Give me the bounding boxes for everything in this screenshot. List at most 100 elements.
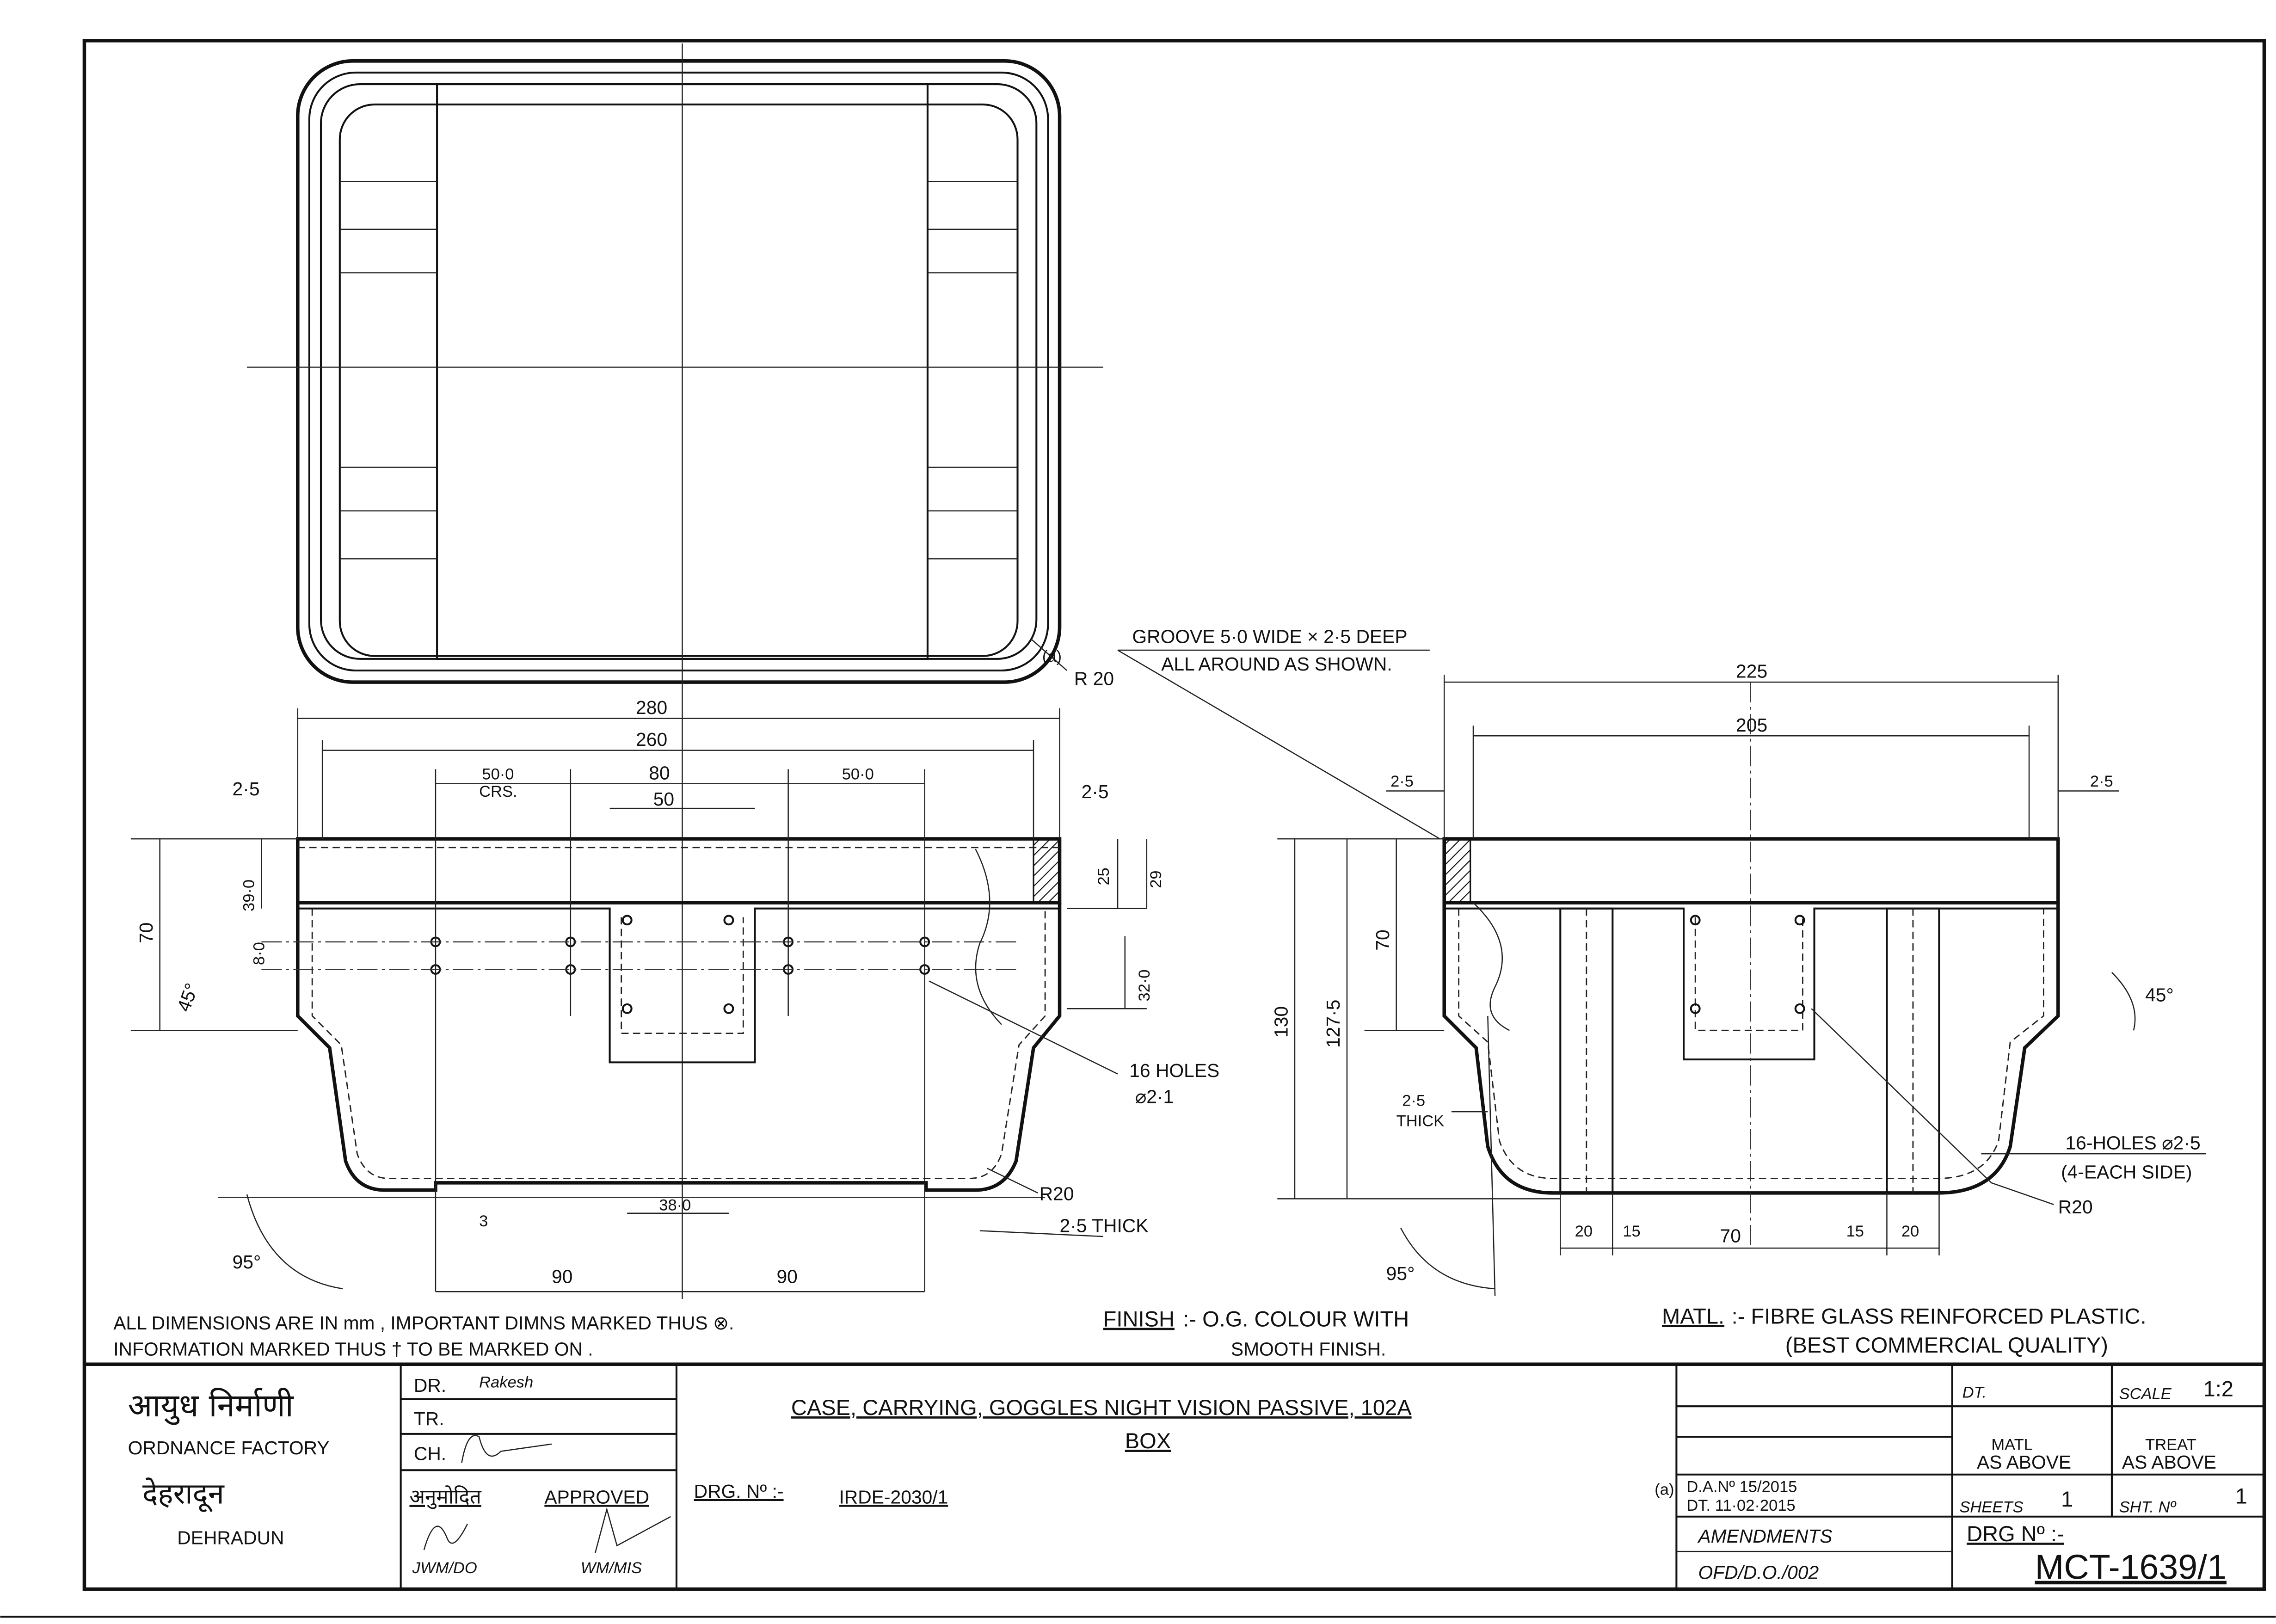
amendment-mark: (a) <box>1655 1481 1674 1499</box>
material-label: MATL <box>1991 1436 2033 1453</box>
dim-130: 130 <box>1270 1006 1292 1038</box>
note-information: INFORMATION MARKED THUS † TO BE MARKED O… <box>113 1338 593 1359</box>
dim-15-b: 15 <box>1846 1223 1864 1240</box>
dim-38: 38·0 <box>659 1197 691 1214</box>
dim-225: 225 <box>1736 661 1767 682</box>
material-value: AS ABOVE <box>1977 1452 2071 1473</box>
dim-32: 32·0 <box>1136 969 1153 1001</box>
checked-by-label: CH. <box>414 1443 446 1464</box>
sheets-value: 1 <box>2061 1487 2073 1511</box>
sheet-number-value: 1 <box>2235 1484 2247 1508</box>
city-name: DEHRADUN <box>177 1527 284 1548</box>
dim-20-b: 20 <box>1901 1223 1919 1240</box>
front-view: 280 260 50·0 CRS. 50·0 80 50 2·5 2·5 70 … <box>130 697 1219 1292</box>
dim-90-right: 90 <box>777 1266 798 1287</box>
dim-127-5: 127·5 <box>1323 1000 1344 1048</box>
amend-mark: (a) <box>1042 648 1062 665</box>
matl-label: MATL. <box>1662 1304 1724 1328</box>
dim-50: 50 <box>653 788 674 810</box>
dim-205: 205 <box>1736 714 1767 736</box>
dim-2-5-left: 2·5 <box>233 778 260 800</box>
finish-line-2: SMOOTH FINISH. <box>1231 1338 1386 1359</box>
r20-label: R 20 <box>1074 668 1114 689</box>
sheets-label: SHEETS <box>1959 1498 2023 1516</box>
dim-50crs-a: 50·0 <box>482 765 514 783</box>
dim-280: 280 <box>636 697 667 718</box>
r20-right: R20 <box>2058 1196 2093 1218</box>
scale-value: 1:2 <box>2203 1376 2233 1401</box>
dim-15-a: 15 <box>1623 1223 1640 1240</box>
general-notes: ALL DIMENSIONS ARE IN mm , IMPORTANT DIM… <box>113 1304 2146 1359</box>
note-dimensions: ALL DIMENSIONS ARE IN mm , IMPORTANT DIM… <box>113 1312 734 1334</box>
dim-70-bottom: 70 <box>1720 1225 1741 1247</box>
matl-line-2: (BEST COMMERCIAL QUALITY) <box>1785 1333 2108 1357</box>
drawing-title: CASE, CARRYING, GOGGLES NIGHT VISION PAS… <box>791 1395 1412 1420</box>
jwm-label: JWM/DO <box>412 1559 477 1577</box>
dim-2-5-left: 2·5 <box>1390 773 1414 790</box>
thickness-left: 2·5 THICK <box>1060 1215 1149 1236</box>
holes-dia: ⌀2·1 <box>1135 1086 1174 1107</box>
top-view: (a) R 20 <box>246 43 1114 1299</box>
sheet-border <box>0 39 2276 1618</box>
wm-signature <box>594 1507 671 1553</box>
dim-8: 8·0 <box>251 942 268 965</box>
dim-39: 39·0 <box>240 880 258 911</box>
drawing-number: MCT-1639/1 <box>2035 1548 2227 1587</box>
ref-drawing-number: IRDE-2030/1 <box>839 1487 948 1508</box>
approved-label: APPROVED <box>544 1487 649 1508</box>
scale-label: SCALE <box>2119 1385 2172 1403</box>
dim-260: 260 <box>636 729 667 750</box>
title-block: आयुध निर्माणी ORDNANCE FACTORY देहरादून … <box>84 1362 2264 1589</box>
angle-45: 45° <box>173 980 203 1015</box>
thickness-right-label: THICK <box>1396 1112 1445 1130</box>
finish-line-1: :- O.G. COLOUR WITH <box>1183 1307 1409 1331</box>
groove-label-2: ALL AROUND AS SHOWN. <box>1161 653 1392 675</box>
groove-label-1: GROOVE 5·0 WIDE × 2·5 DEEP <box>1132 626 1407 647</box>
dim-29: 29 <box>1147 870 1165 888</box>
dim-25: 25 <box>1095 867 1113 885</box>
crs-label: CRS. <box>479 783 517 800</box>
checked-by-signature <box>461 1435 552 1463</box>
dim-70: 70 <box>1372 929 1393 950</box>
hole-marks <box>430 915 930 1014</box>
traced-by-label: TR. <box>414 1408 444 1429</box>
holes-label: 16 HOLES <box>1129 1060 1219 1081</box>
approved-label-hindi: अनुमोदित <box>409 1485 481 1509</box>
r20-left: R20 <box>1040 1183 1074 1205</box>
date-label: DT. <box>1962 1384 1987 1401</box>
holes-right-label: 16-HOLES ⌀2·5 <box>2066 1132 2201 1154</box>
drawing-number-label: DRG Nº :- <box>1967 1521 2064 1546</box>
dim-20-a: 20 <box>1575 1223 1593 1240</box>
side-view: 225 205 2·5 2·5 130 127·5 70 45° 20 15 7… <box>1270 661 2206 1296</box>
amendment-reference: OFD/D.O./002 <box>1698 1562 1819 1583</box>
drawing-subtitle: BOX <box>1125 1428 1171 1453</box>
dim-2-5-right: 2·5 <box>1082 781 1109 802</box>
da-date: DT. 11·02·2015 <box>1686 1497 1795 1514</box>
holes-right-each: (4-EACH SIDE) <box>2061 1161 2192 1182</box>
matl-line-1: :- FIBRE GLASS REINFORCED PLASTIC. <box>1732 1304 2147 1328</box>
jwm-signature <box>423 1523 468 1550</box>
finish-label: FINISH <box>1103 1307 1175 1331</box>
treatment-label: TREAT <box>2145 1436 2196 1453</box>
thickness-right-value: 2·5 <box>1402 1092 1425 1110</box>
da-number: D.A.Nº 15/2015 <box>1686 1478 1797 1495</box>
treatment-value: AS ABOVE <box>2122 1452 2216 1473</box>
angle-95: 95° <box>233 1251 261 1273</box>
angle-45: 45° <box>2145 984 2174 1006</box>
wm-label: WM/MIS <box>581 1559 642 1577</box>
city-name-hindi: देहरादून <box>142 1477 225 1513</box>
sheet-number-label: SHT. Nº <box>2119 1498 2177 1516</box>
dim-3: 3 <box>479 1212 488 1230</box>
dim-90-left: 90 <box>552 1266 572 1287</box>
drawn-by-label: DR. <box>414 1375 446 1396</box>
ref-drawing-label: DRG. Nº :- <box>694 1481 784 1502</box>
amendments-label: AMENDMENTS <box>1697 1526 1832 1547</box>
dim-70: 70 <box>135 923 157 943</box>
groove-callout: GROOVE 5·0 WIDE × 2·5 DEEP ALL AROUND AS… <box>1117 626 1440 840</box>
dim-80: 80 <box>649 762 670 783</box>
factory-name-hindi: आयुध निर्माणी <box>128 1387 294 1425</box>
dim-2-5-right: 2·5 <box>2090 773 2113 790</box>
dim-50crs-b: 50·0 <box>842 765 874 783</box>
drawn-by-signature: Rakesh <box>479 1373 533 1391</box>
